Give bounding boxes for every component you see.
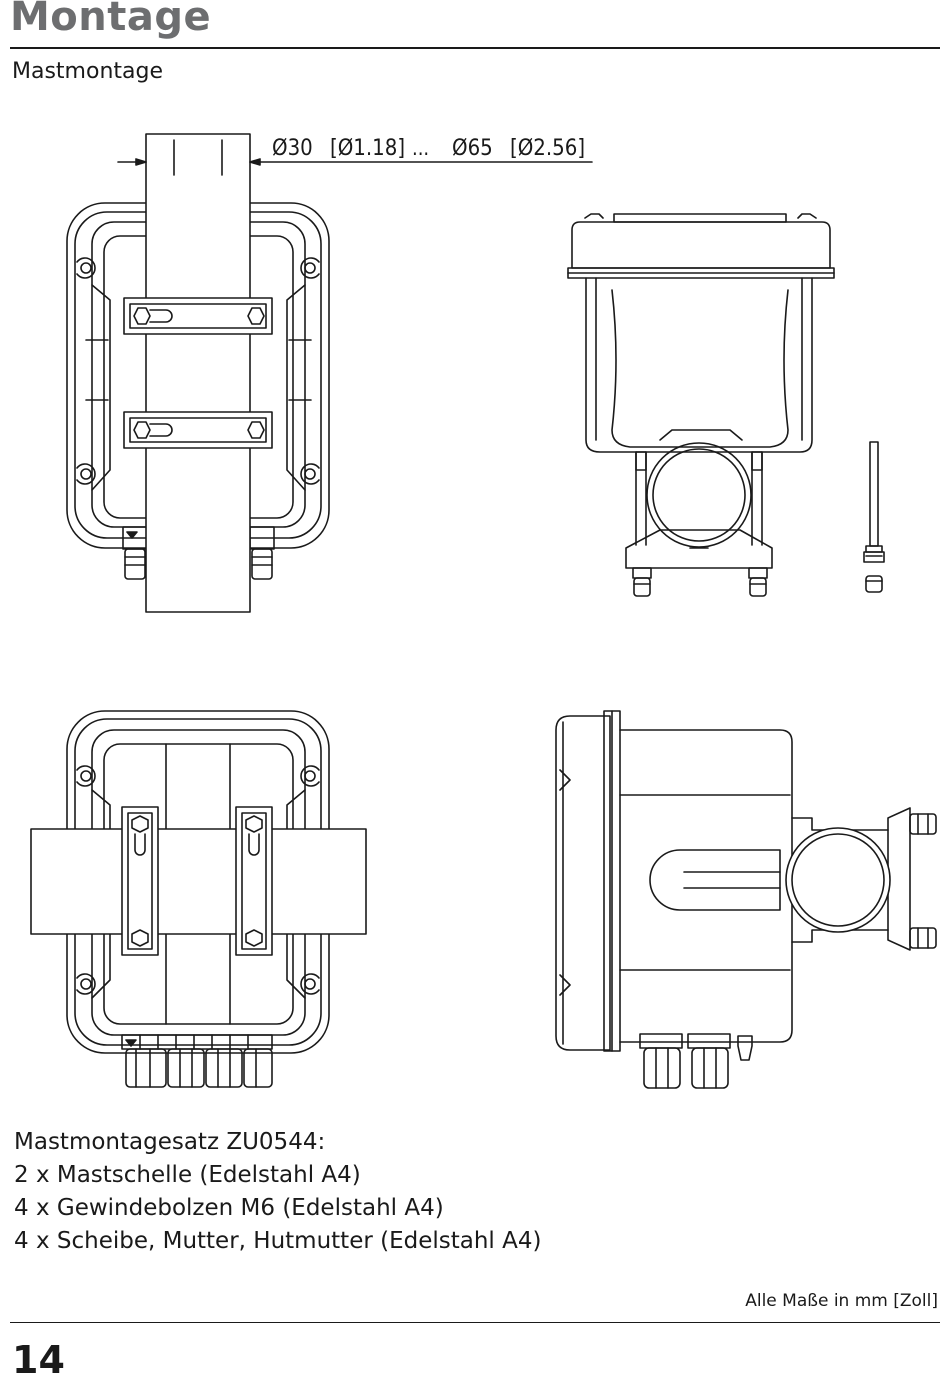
dim-min-value: 30 [288,136,313,161]
dim-ellipsis: ... [412,136,429,160]
dim-min-inch: [Ø1.18] [330,136,405,161]
footer-rule [10,1322,940,1323]
diameter-symbol-max: Ø [452,136,468,161]
dim-max-inch: [Ø2.56] [510,136,585,161]
units-note: Alle Maße in mm [Zoll] [745,1291,938,1311]
side-view [555,710,937,1089]
kit-item: 2 x Mastschelle (Edelstahl A4) [14,1162,361,1188]
top-view [567,213,835,597]
page-title: Montage [10,0,212,40]
page-number: 14 [12,1338,65,1382]
kit-heading: Mastmontagesatz ZU0544: [14,1129,326,1155]
kit-item: 4 x Scheibe, Mutter, Hutmutter (Edelstah… [14,1228,542,1254]
mounting-kit-list: Mastmontagesatz ZU0544: 2 x Mastschelle … [14,1126,541,1258]
svg-text:Ø65: Ø65 [452,136,493,161]
diameter-symbol-min: Ø [272,136,288,161]
section-subtitle: Mastmontage [12,59,163,84]
title-rule [10,47,940,49]
mast-mounting-drawing: Ø30 [Ø1.18] ... Ø65 [Ø2.56] [30,133,937,1089]
front-view-vertical-mast [66,133,593,613]
dim-max-value: 65 [468,136,493,161]
threaded-bolt [863,441,885,593]
svg-text:Ø30: Ø30 [272,136,313,161]
kit-item: 4 x Gewindebolzen M6 (Edelstahl A4) [14,1195,444,1221]
front-view-horizontal-mast [30,710,367,1088]
